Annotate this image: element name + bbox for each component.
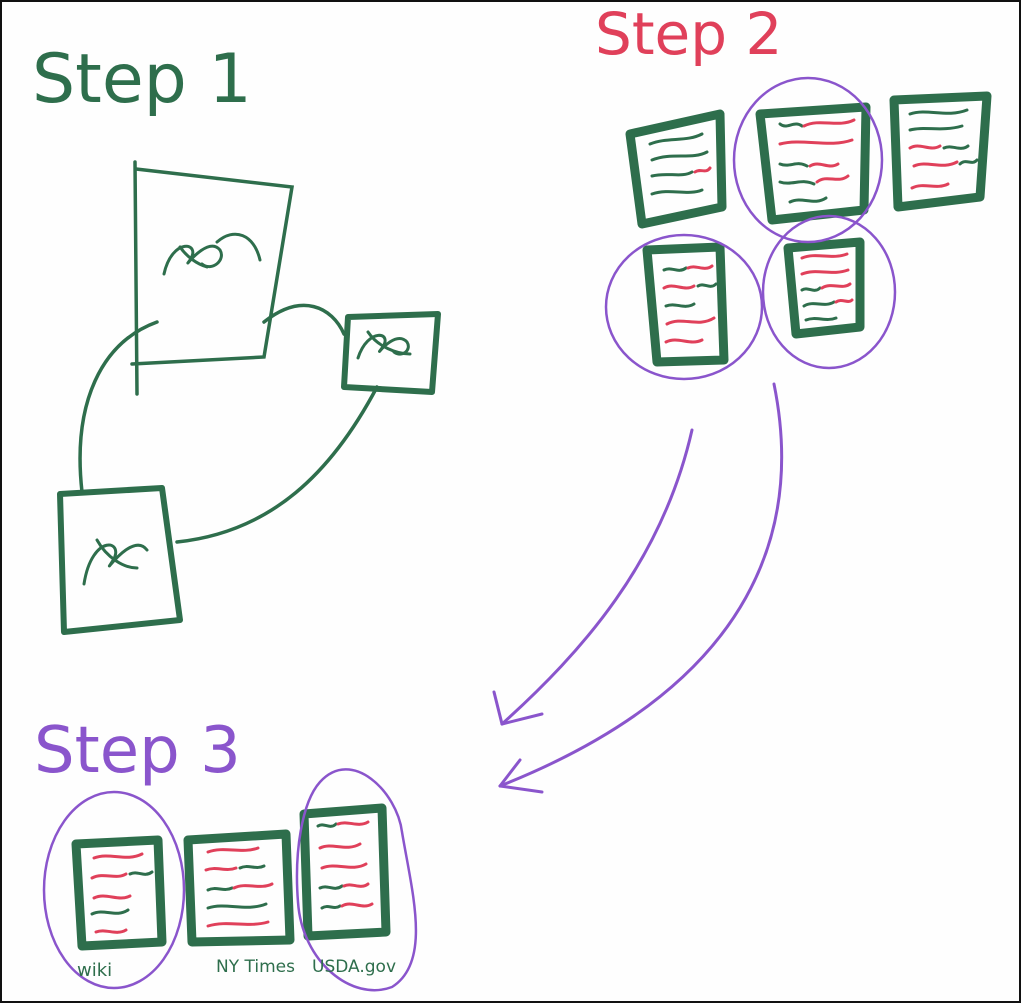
step1-small-page-right [341, 311, 441, 395]
step2-doc-1 [625, 109, 727, 229]
source-label-wiki: wiki [77, 960, 112, 981]
source-label-nytimes: NY Times [216, 957, 295, 977]
step1-large-page [130, 160, 295, 396]
step2-title: Step 2 [595, 2, 782, 68]
step3-title: Step 3 [34, 714, 241, 788]
step3-doc-usda [295, 768, 418, 992]
squiggle-icon [162, 244, 223, 276]
step1-small-page-bottom [57, 485, 183, 635]
step2-selection-circles [604, 76, 897, 381]
source-label-usda: USDA.gov [312, 957, 396, 977]
step3-doc-nytimes [183, 829, 295, 947]
step2-doc-5 [783, 237, 865, 339]
step2-doc-2 [755, 102, 871, 225]
step2-doc-3 [889, 91, 992, 212]
step2-doc-4 [642, 242, 729, 367]
step1-link-lines [78, 303, 379, 544]
step1-title: Step 1 [32, 40, 252, 119]
arrows-step2-to-step3 [492, 382, 784, 794]
step3-doc-wiki [42, 790, 186, 990]
